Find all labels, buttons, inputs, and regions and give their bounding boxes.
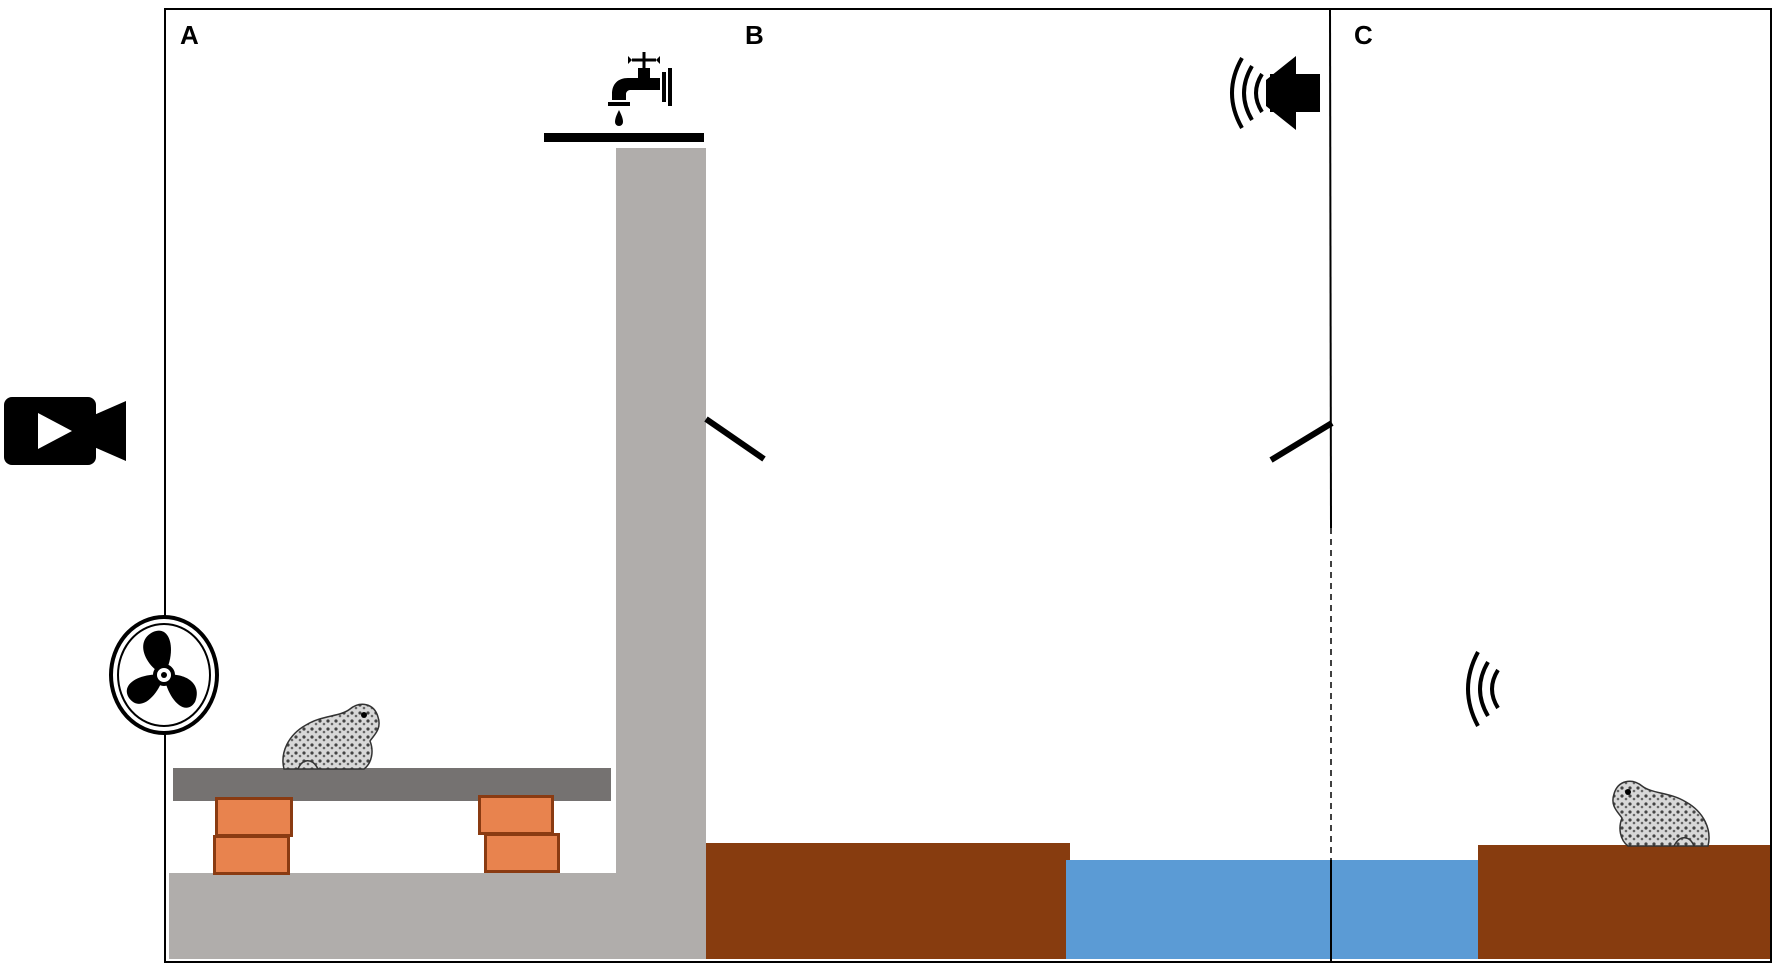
toad-illustration	[1612, 780, 1710, 847]
soil-right	[1478, 845, 1770, 959]
brick	[213, 835, 290, 875]
baffle-right	[1269, 420, 1334, 463]
sound-waves-icon	[1466, 651, 1500, 727]
brick	[215, 797, 293, 837]
panel-label-a: A	[180, 20, 199, 50]
faucet-icon	[608, 52, 672, 126]
speaker-icon	[1230, 56, 1320, 130]
toad-illustration	[282, 703, 380, 770]
soil-left	[706, 843, 1070, 959]
water-pool	[1066, 860, 1478, 959]
concrete-wall	[616, 148, 706, 959]
divider-water-segment	[1330, 860, 1332, 959]
fan-icon	[109, 615, 219, 735]
video-camera-icon	[4, 397, 126, 465]
diagram-frame	[164, 8, 1772, 963]
brick	[484, 833, 560, 873]
panel-label-b: B	[745, 20, 764, 50]
panel-label-c: C	[1354, 20, 1373, 50]
divider-line	[1329, 8, 1332, 963]
brick	[478, 795, 554, 835]
concrete-floor	[169, 873, 705, 959]
baffle-left	[704, 416, 766, 462]
wall-shelf	[544, 133, 704, 142]
